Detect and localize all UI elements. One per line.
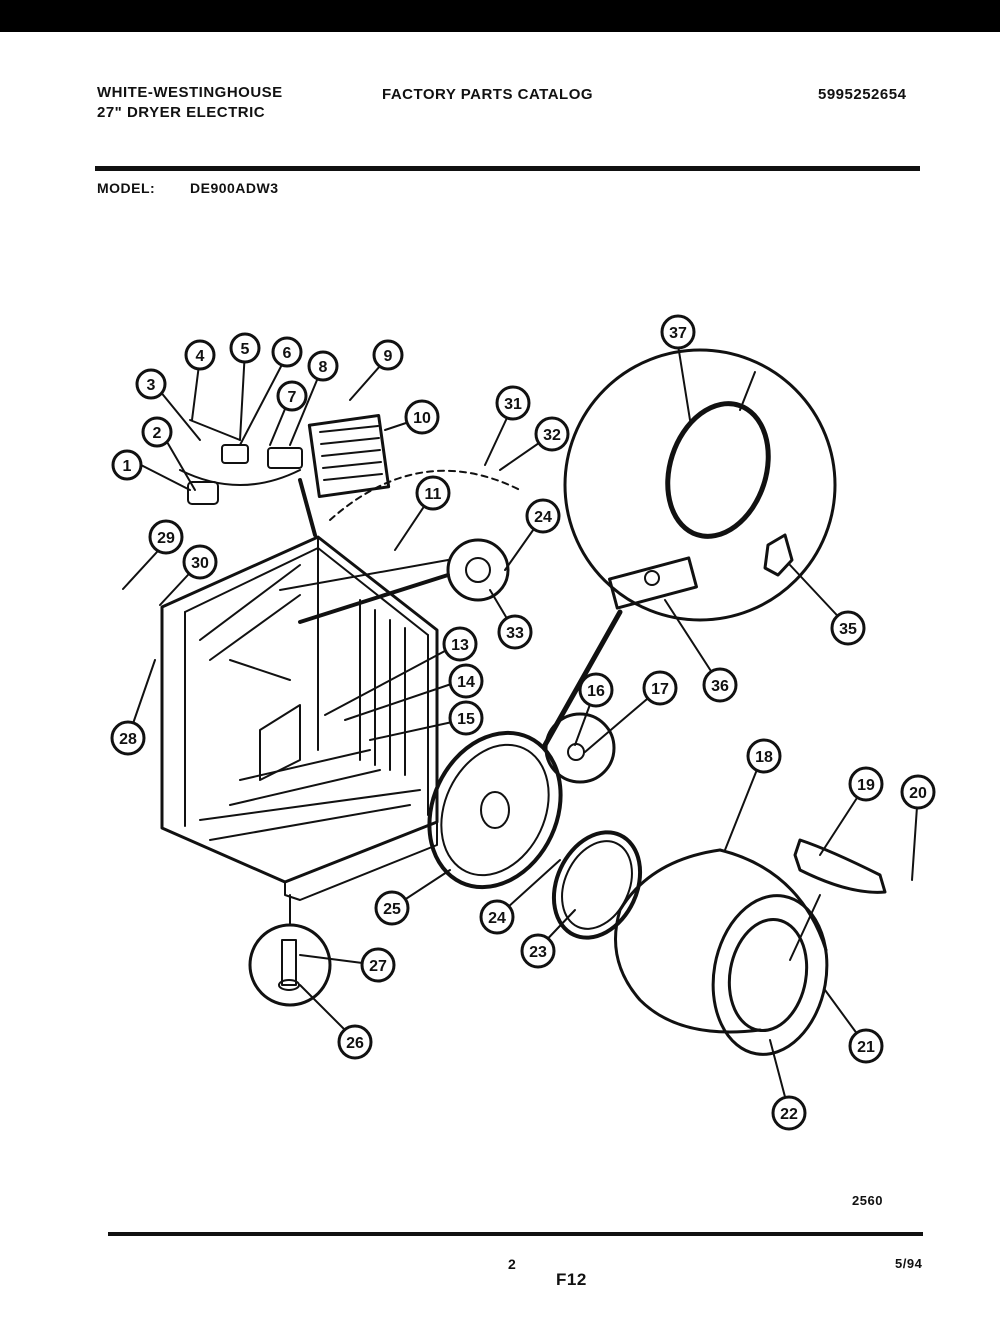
callout-21: 21 [848,1028,884,1064]
callout-37: 37 [660,314,696,350]
callout-7: 7 [276,380,308,412]
callout-16-label: 16 [587,683,605,700]
callout-5: 5 [229,332,261,364]
callout-26: 26 [337,1024,373,1060]
callout-8-label: 8 [319,359,328,376]
callout-13: 13 [442,626,478,662]
cabinet-drawing [160,535,439,901]
callout-21-label: 21 [857,1039,875,1056]
drawing-code: 2560 [852,1193,883,1208]
callout-22-label: 22 [780,1106,798,1123]
top-scan-bar [0,0,1000,32]
callout-17: 17 [642,670,678,706]
callout-32: 32 [534,416,570,452]
callout-8: 8 [307,350,339,382]
callout-9-label: 9 [384,348,393,365]
callout-11: 11 [415,475,451,511]
callout-26-label: 26 [346,1035,364,1052]
callout-4-label: 4 [196,348,205,365]
callout-31: 31 [495,385,531,421]
callout-27: 27 [360,947,396,983]
callout-3: 3 [135,368,167,400]
callout-1-label: 1 [123,458,132,475]
callout-31-label: 31 [504,396,522,413]
callout-28-label: 28 [119,731,137,748]
callout-19-label: 19 [857,777,875,794]
callout-20-label: 20 [909,785,927,802]
callout-19: 19 [848,766,884,802]
callout-10: 10 [404,399,440,435]
brand-line-2: 27" DRYER ELECTRIC [97,104,266,121]
callout-16: 16 [578,672,614,708]
page-number: 2 [508,1256,517,1272]
callout-36-label: 36 [711,678,729,695]
callout-24-lower-label: 24 [488,910,506,927]
callout-15: 15 [448,700,484,736]
callout-23: 23 [520,933,556,969]
callout-29: 29 [148,519,184,555]
callout-13-label: 13 [451,637,469,654]
callout-17-label: 17 [651,681,669,698]
callout-9: 9 [372,339,404,371]
callout-35: 35 [830,610,866,646]
callout-27-label: 27 [369,958,387,975]
control-parts-drawing [179,413,521,537]
callout-35-label: 35 [839,621,857,638]
callout-18: 18 [746,738,782,774]
callout-29-label: 29 [157,530,175,547]
date: 5/94 [895,1256,923,1271]
model-number: DE900ADW3 [190,180,279,196]
footer-rule [108,1232,923,1236]
callout-24-upper-label: 24 [534,509,552,526]
callout-30-label: 30 [191,555,209,572]
callout-6: 6 [271,336,303,368]
callout-23-label: 23 [529,944,547,961]
callout-28: 28 [110,720,146,756]
callout-10-label: 10 [413,410,431,427]
callout-18-label: 18 [755,749,773,766]
callout-2-label: 2 [153,425,162,442]
callout-30: 30 [182,544,218,580]
callout-4: 4 [184,339,216,371]
callout-3-label: 3 [147,377,156,394]
callout-32-label: 32 [543,427,561,444]
callout-36: 36 [702,667,738,703]
callout-22: 22 [771,1095,807,1131]
callout-14-label: 14 [457,674,475,691]
callout-6-label: 6 [283,345,292,362]
callout-5-label: 5 [241,341,250,358]
brand-line-1: WHITE-WESTINGHOUSE [97,84,283,101]
model-label: MODEL: [97,180,156,196]
callout-24-lower: 24 [479,899,515,935]
callout-25: 25 [374,890,410,926]
figure-code: F12 [556,1270,587,1289]
callout-1: 1 [111,449,143,481]
catalog-number: 5995252654 [818,86,907,103]
callout-24-upper: 24 [525,498,561,534]
catalog-title: FACTORY PARTS CATALOG [382,86,594,103]
callout-37-label: 37 [669,325,687,342]
callout-11-label: 11 [425,486,442,503]
header-rule [95,166,920,171]
callout-25-label: 25 [383,901,401,918]
callout-15-label: 15 [457,711,475,728]
callout-33: 33 [497,614,533,650]
callout-14: 14 [448,663,484,699]
drum-drawing [614,848,829,1056]
callout-20: 20 [900,774,936,810]
callout-2: 2 [141,416,173,448]
callout-33-label: 33 [506,625,524,642]
callout-7-label: 7 [288,389,297,406]
